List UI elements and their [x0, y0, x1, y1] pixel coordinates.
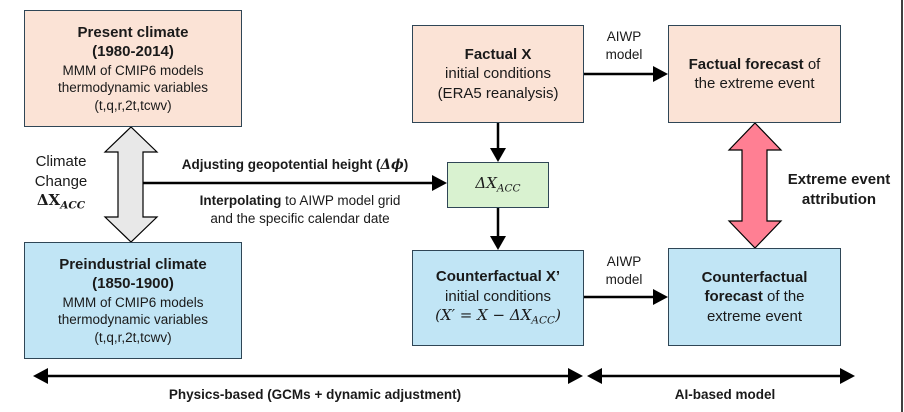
preindustrial-climate-line2: thermodynamic variables — [57, 312, 209, 328]
preindustrial-climate-box: Preindustrial climate (1850-1900) MMM of… — [24, 242, 242, 359]
factual-to-delta-arrowhead — [490, 148, 506, 162]
present-climate-box: Present climate (1980-2014) MMM of CMIP6… — [24, 10, 242, 127]
delta-x-acc-symbol: ΔXACC — [475, 173, 521, 195]
climate-change-label: Climate Change ΔXACC — [22, 152, 100, 213]
present-climate-line1: MMM of CMIP6 models — [62, 62, 204, 78]
climate-change-double-arrow — [103, 126, 159, 243]
present-climate-title: Present climate — [77, 23, 189, 41]
counterfactual-x-box: Counterfactual X’ initial conditions (X′… — [412, 250, 584, 346]
climate-change-symbol: ΔXACC — [36, 191, 86, 212]
attribution-label: Extreme event attribution — [787, 171, 891, 208]
factual-forecast-line2: the extreme event — [694, 75, 815, 92]
ai-range-left-head — [587, 368, 602, 384]
factual-x-line1: initial conditions — [445, 65, 551, 83]
factual-forecast-title: Factual forecast — [688, 55, 804, 73]
aiwp-top-arrowhead — [653, 66, 668, 82]
adjusting-geopotential-label: Adjusting geopotential height (Δϕ) — [181, 157, 409, 173]
ai-based-label: AI-based model — [674, 387, 776, 402]
factual-x-box: Factual X initial conditions (ERA5 reana… — [412, 25, 584, 123]
counterfactual-forecast-title: Counterfactual — [701, 268, 808, 286]
delta-x-acc-box: ΔXACC — [447, 162, 549, 208]
delta-to-counterfactual-arrowhead — [490, 236, 506, 250]
preindustrial-climate-title: Preindustrial climate — [59, 255, 207, 273]
physics-based-label: Physics-based (GCMs + dynamic adjustment… — [168, 387, 462, 402]
preindustrial-climate-period: (1850-1900) — [92, 275, 174, 293]
counterfactual-forecast-line3: extreme event — [706, 307, 803, 325]
present-climate-period: (1980-2014) — [92, 43, 174, 61]
interpolating-label: Interpolating to AIWP model grid and the… — [199, 193, 401, 226]
counterfactual-x-line1: initial conditions — [445, 287, 551, 305]
preindustrial-climate-line1: MMM of CMIP6 models — [62, 294, 204, 310]
aiwp-bottom-arrowhead — [653, 289, 668, 305]
climate-change-line2: Change — [34, 172, 88, 190]
factual-forecast-box: Factual forecast of the extreme event — [668, 25, 841, 123]
counterfactual-x-formula: (X′ = X − ΔXACC) — [435, 306, 561, 328]
present-climate-line2: thermodynamic variables — [57, 80, 209, 96]
physics-range-right-head — [568, 368, 583, 384]
factual-x-title: Factual X — [464, 45, 532, 63]
physics-range-left-head — [33, 368, 48, 384]
present-climate-line3: (t,q,r,2t,tcwv) — [94, 97, 172, 113]
attribution-double-arrow — [727, 122, 783, 249]
climate-change-line1: Climate — [35, 153, 87, 170]
counterfactual-forecast-box: Counterfactual forecast of the extreme e… — [668, 248, 841, 346]
factual-x-line2: (ERA5 reanalysis) — [437, 84, 559, 102]
ai-range-right-head — [840, 368, 855, 384]
processing-arrowhead — [432, 175, 447, 191]
preindustrial-climate-line3: (t,q,r,2t,tcwv) — [94, 329, 172, 345]
counterfactual-x-title: Counterfactual X’ — [435, 268, 561, 286]
